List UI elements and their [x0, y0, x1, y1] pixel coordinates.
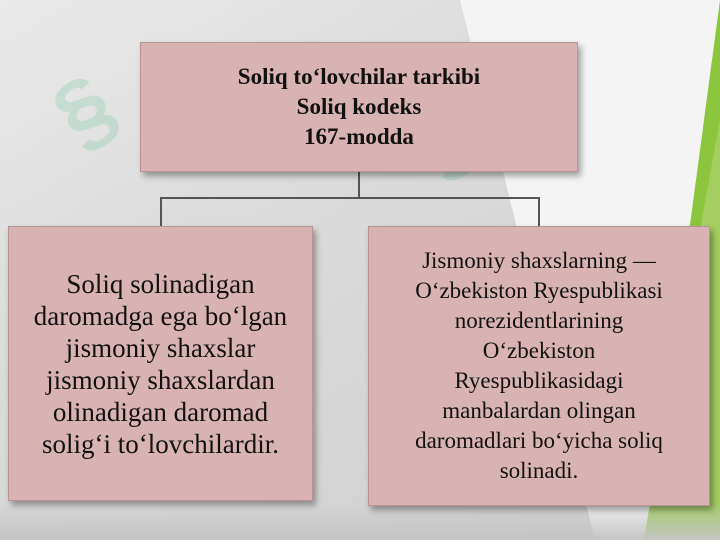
left-box-line: Soliq solinadigan: [66, 268, 255, 299]
left-box: Soliq solinadigan daromadga ega bo‘lgan …: [8, 226, 313, 501]
right-box-text: Jismoniy shaxslarning — O‘zbekiston Ryes…: [415, 246, 663, 486]
background-bottom-shade: [0, 500, 720, 540]
right-box-line: norezidentlarining: [454, 308, 624, 333]
right-box-line: Ryespublikasidagi: [454, 368, 624, 393]
connector-vertical-main: [358, 172, 360, 198]
right-box-line: solinadi.: [499, 458, 579, 483]
top-box-line: Soliq kodeks: [296, 94, 422, 119]
right-box-line: Jismoniy shaxslarning —: [422, 248, 656, 273]
left-box-line: olinadigan daromad: [52, 396, 269, 427]
connector-right-drop: [538, 197, 540, 226]
right-box-line: manbalardan olingan: [442, 398, 636, 423]
connector-horizontal: [160, 197, 540, 199]
top-box: Soliq to‘lovchilar tarkibi Soliq kodeks …: [140, 42, 578, 172]
top-box-line: 167-modda: [304, 124, 414, 149]
connector-left-drop: [160, 197, 162, 226]
right-box-line: O‘zbekiston Ryespublikasi: [415, 278, 663, 303]
right-box-line: daromadlari bo‘yicha soliq: [415, 428, 663, 453]
left-box-line: jismoniy shaxslardan: [46, 364, 275, 395]
top-box-text: Soliq to‘lovchilar tarkibi Soliq kodeks …: [238, 62, 480, 152]
right-box-line: O‘zbekiston: [482, 338, 596, 363]
left-box-line: solig‘i to‘lovchilardir.: [42, 428, 279, 459]
left-box-line: daromadga ega bo‘lgan: [33, 300, 288, 331]
left-box-text: Soliq solinadigan daromadga ega bo‘lgan …: [34, 268, 287, 460]
left-box-line: jismoniy shaxslar: [65, 332, 256, 363]
top-box-line: Soliq to‘lovchilar tarkibi: [237, 64, 481, 89]
right-box: Jismoniy shaxslarning — O‘zbekiston Ryes…: [368, 226, 710, 506]
